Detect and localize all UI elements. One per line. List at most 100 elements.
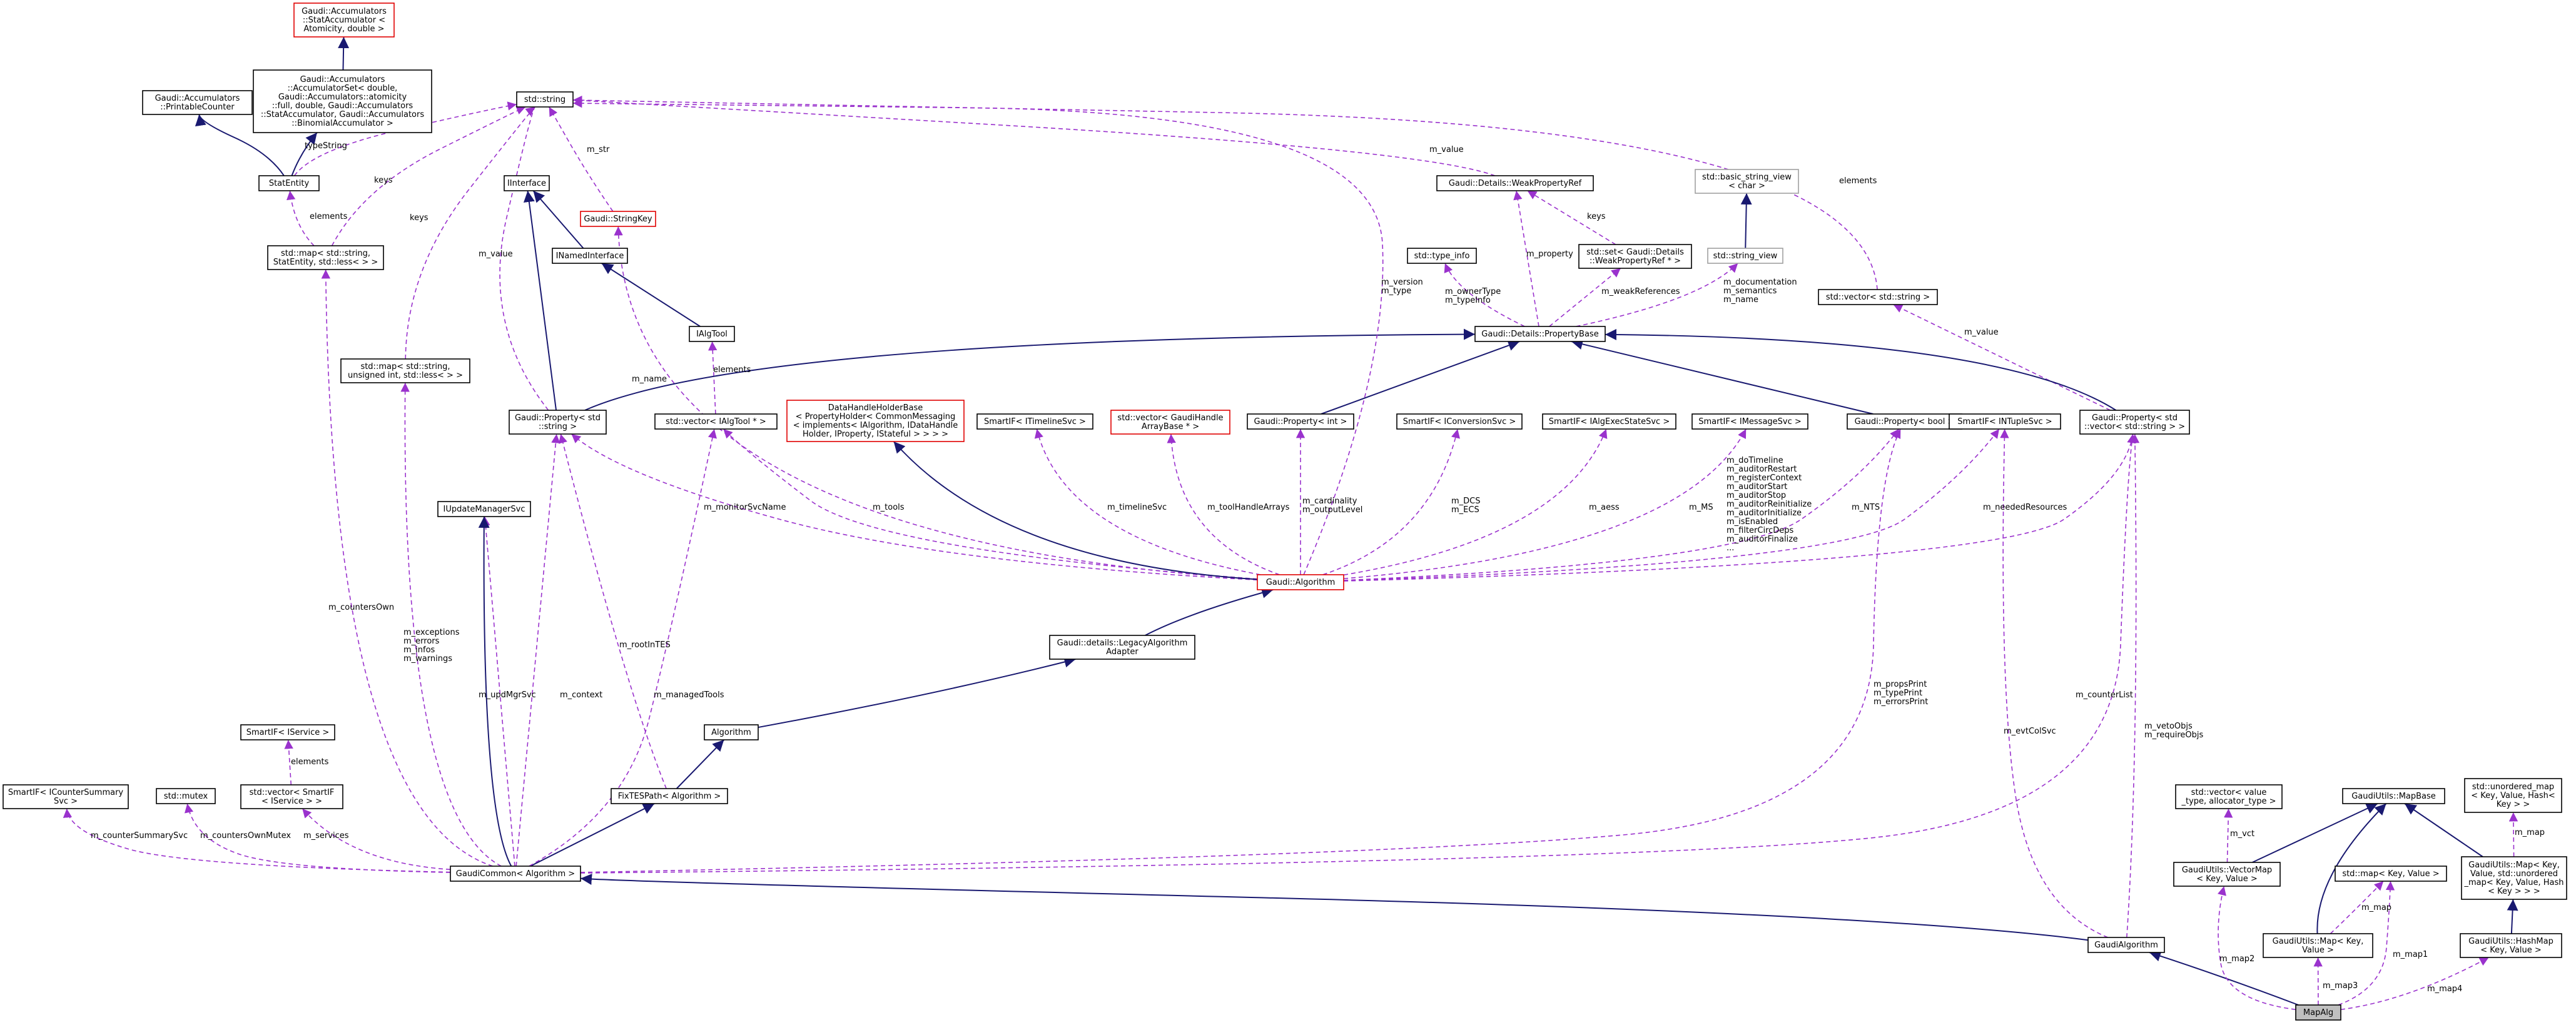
class-node-std-string[interactable]: std::string (516, 91, 574, 108)
class-node-property-vector-string[interactable]: Gaudi::Property< std::vector< std::strin… (2079, 410, 2190, 435)
class-node-smartif-intuple[interactable]: SmartIF< INTupleSvc > (1949, 413, 2061, 430)
class-node-ialg-tool[interactable]: IAlgTool (689, 326, 735, 342)
class-node-gu-map-unordered[interactable]: GaudiUtils::Map< Key,Value, std::unorder… (2461, 856, 2567, 900)
class-node-vectormap[interactable]: GaudiUtils::VectorMap< Key, Value > (2173, 862, 2281, 887)
class-node-label: Value, std::unordered (2470, 869, 2558, 879)
class-node-label: Value > (2302, 946, 2334, 955)
usage-edge-gaudicommon-to-property_vector_string (580, 433, 2136, 874)
class-node-label: std::vector< std::string > (1826, 293, 1930, 302)
usage-edge-property_string-to-std_string (499, 106, 549, 411)
edge-label-elements-4: elements (291, 757, 329, 767)
class-node-label: Algorithm (711, 728, 751, 737)
usage-edge-property_vector_string-to-vector_string (1893, 304, 2111, 411)
class-node-gaudi-algorithm[interactable]: GaudiAlgorithm (2087, 937, 2165, 953)
class-node-smartif-iconversion[interactable]: SmartIF< IConversionSvc > (1396, 413, 1523, 430)
class-node-label: std::vector< SmartIF (250, 788, 335, 797)
inheritance-edge-gaudicommon-to-iupdate_manager (478, 516, 512, 867)
class-node-map-stat-entity[interactable]: std::map< std::string,StatEntity, std::l… (267, 245, 384, 270)
class-node-printable-counter[interactable]: Gaudi::Accumulators::PrintableCounter (142, 90, 253, 115)
edge-label-elements-2: elements (1839, 176, 1877, 186)
inheritance-edge-legacy_adapter-to-gaudi_algorithm_red (1145, 587, 1274, 636)
class-node-gaudi-algorithm-red[interactable]: Gaudi::Algorithm (1257, 574, 1344, 590)
class-node-smartif-iservice[interactable]: SmartIF< IService > (240, 724, 335, 740)
class-node-type-info[interactable]: std::type_info (1407, 248, 1477, 264)
class-node-label: IAlgTool (696, 330, 728, 339)
class-node-property-bool[interactable]: Gaudi::Property< bool > (1847, 413, 1962, 430)
class-node-smartif-itimeline[interactable]: SmartIF< ITimelineSvc > (976, 413, 1093, 430)
usage-edge-gaudicommon-to-std_mutex (185, 803, 451, 873)
usage-edge-weak_property_ref-to-std_string (572, 96, 1496, 176)
edge-label-m-context: m_context (560, 690, 602, 700)
class-node-label: std::vector< GaudiHandle (1117, 413, 1223, 423)
class-node-label: std::string (524, 95, 565, 104)
class-node-iupdate-manager[interactable]: IUpdateManagerSvc (437, 501, 531, 517)
usage-edge-property_base-to-set_weak_ref (1549, 268, 1621, 327)
class-node-set-weak-ref[interactable]: std::set< Gaudi::Details::WeakPropertyRe… (1578, 244, 1692, 269)
edge-label-m-ms: m_MS (1689, 503, 1713, 512)
usage-edge-gaudi_algorithm_red-to-string_key (614, 226, 1258, 580)
class-node-algorithm[interactable]: Algorithm (704, 724, 759, 740)
class-node-label: SmartIF< INTupleSvc > (1957, 417, 2052, 427)
class-node-property-string[interactable]: Gaudi::Property< std::string > (509, 410, 607, 435)
class-node-stat-accumulator[interactable]: Gaudi::Accumulators::StatAccumulator <At… (293, 3, 395, 38)
class-node-label: FixTESPath< Algorithm > (618, 792, 721, 801)
class-node-mapbase[interactable]: GaudiUtils::MapBase (2342, 788, 2445, 804)
edge-label-m-name: m_name (632, 375, 667, 384)
class-node-label: IInterface (507, 179, 546, 188)
usage-edge-gaudi_algorithm_red-to-vector_ialgtool (723, 428, 1258, 580)
class-node-unordered-map[interactable]: std::unordered_map< Key, Value, Hash<Key… (2464, 778, 2562, 813)
usage-edge-gaudicommon-to-vector_smartif (302, 808, 451, 871)
class-node-stat-entity[interactable]: StatEntity (258, 175, 320, 191)
class-node-label: SmartIF< ITimelineSvc > (984, 417, 1086, 427)
inheritance-edge-inamed_interface-to-iinterface (532, 190, 584, 249)
class-node-string-key[interactable]: Gaudi::StringKey (580, 211, 656, 227)
class-node-weak-property-ref[interactable]: Gaudi::Details::WeakPropertyRef (1436, 175, 1594, 191)
class-node-label: GaudiAlgorithm (2094, 941, 2158, 950)
class-node-label: SmartIF< IMessageSvc > (1698, 417, 1802, 427)
inheritance-edge-property_string-to-iinterface (523, 190, 557, 411)
class-node-accumulator-set[interactable]: Gaudi::Accumulators::AccumulatorSet< dou… (253, 69, 432, 133)
class-node-vector-value[interactable]: std::vector< value_type, allocator_type … (2175, 784, 2283, 809)
class-node-property-int[interactable]: Gaudi::Property< int > (1247, 413, 1354, 430)
class-node-std-mutex[interactable]: std::mutex (156, 788, 216, 804)
class-node-gu-map[interactable]: GaudiUtils::Map< Key,Value > (2263, 933, 2373, 958)
inheritance-edge-gu_map_unordered-to-mapbase (2404, 803, 2483, 857)
class-node-map-unsigned[interactable]: std::map< std::string,unsigned int, std:… (340, 358, 470, 383)
class-node-inamed-interface[interactable]: INamedInterface (552, 248, 628, 264)
class-node-std-map-kv[interactable]: std::map< Key, Value > (2335, 866, 2447, 882)
class-node-label: StatEntity, std::less< > > (273, 258, 378, 267)
class-node-vector-smartif[interactable]: std::vector< SmartIF< IService > > (240, 784, 343, 809)
class-node-fixtespath[interactable]: FixTESPath< Algorithm > (611, 788, 728, 804)
class-node-smartif-imessage[interactable]: SmartIF< IMessageSvc > (1691, 413, 1808, 430)
class-node-iinterface[interactable]: IInterface (504, 175, 550, 191)
class-node-string-view-basic[interactable]: std::basic_string_view< char > (1695, 169, 1799, 194)
class-node-smartif-ialgexec[interactable]: SmartIF< IAlgExecStateSvc > (1542, 413, 1676, 430)
class-node-label: Gaudi::Property< int > (1254, 417, 1347, 427)
class-node-label: Adapter (1106, 647, 1138, 657)
class-node-hashmap[interactable]: GaudiUtils::HashMap< Key, Value > (2460, 933, 2562, 958)
edge-label-m-counterlist: m_counterList (2076, 690, 2133, 700)
class-node-vector-string[interactable]: std::vector< std::string > (1818, 289, 1938, 305)
class-node-label: ::AccumulatorSet< double, (288, 84, 398, 93)
class-node-datahandle-holder[interactable]: DataHandleHolderBase< PropertyHolder< Co… (786, 400, 965, 442)
class-node-label: ::vector< std::string > > (2084, 422, 2185, 432)
edge-label-keys-2: keys (410, 213, 428, 223)
class-node-label: GaudiUtils::VectorMap (2182, 866, 2272, 875)
class-node-gaudicommon[interactable]: GaudiCommon< Algorithm > (450, 866, 581, 882)
class-node-string-view[interactable]: std::string_view (1707, 248, 1783, 264)
class-node-property-base[interactable]: Gaudi::Details::PropertyBase (1474, 326, 1606, 342)
class-node-vector-ialgtool[interactable]: std::vector< IAlgTool * > (654, 413, 778, 430)
usage-edge-gaudi_algorithm-to-smartif_intuple (2000, 428, 2108, 938)
class-node-mapalg[interactable]: MapAlg (2295, 1004, 2341, 1021)
inheritance-edge-mapalg-to-gaudi_algorithm (2149, 950, 2299, 1006)
class-node-label: ::full, double, Gaudi::Accumulators (272, 101, 413, 111)
edge-label-m-toolhandlearrays: m_toolHandleArrays (1207, 503, 1290, 512)
